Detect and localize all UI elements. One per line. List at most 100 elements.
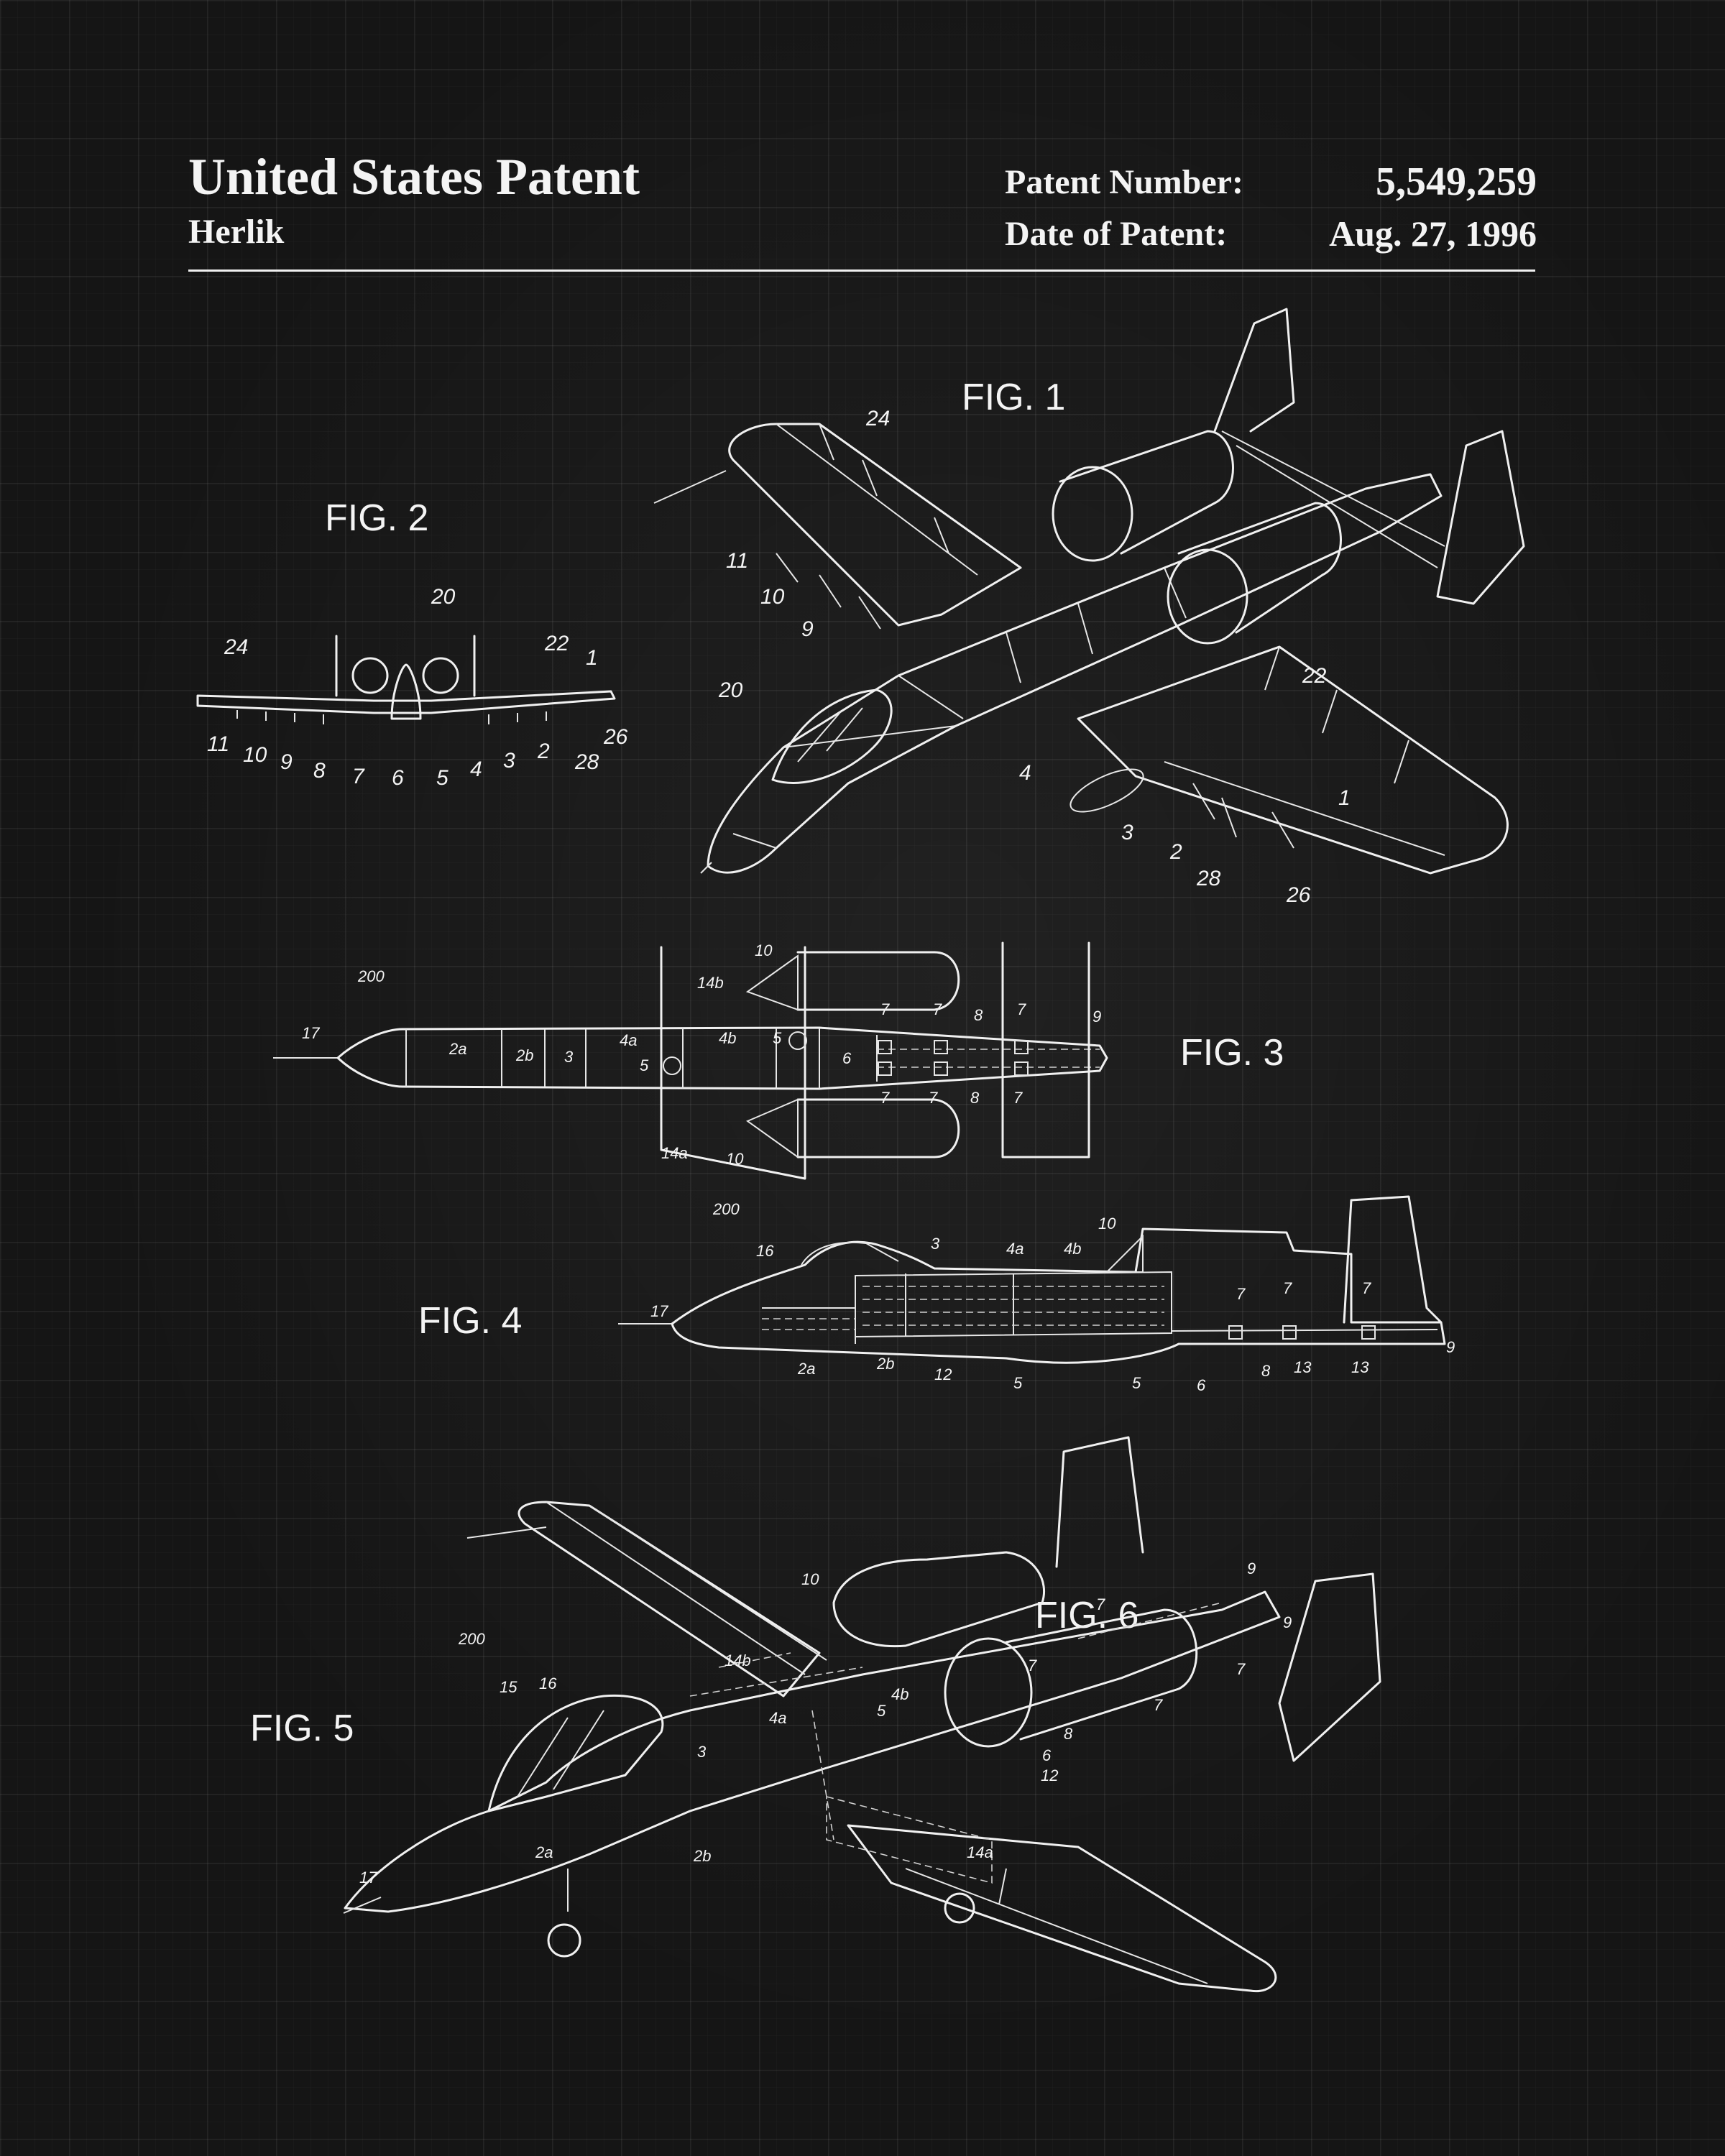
fig4-intake [1105, 1234, 1144, 1273]
fig1-ref: 1 [1338, 786, 1351, 810]
fig5-canopy-frame [517, 1710, 604, 1797]
fig3-intake-top [745, 954, 799, 1011]
fig3-ref: 7 [880, 1000, 890, 1018]
fig1-right-wing [1077, 645, 1509, 875]
fig2-engine-right [422, 657, 459, 694]
fig3-ref: 3 [564, 1048, 574, 1066]
fig3-ref: 5 [773, 1029, 782, 1047]
fig1-canopy [771, 688, 893, 784]
fig5-ref: 14b [724, 1651, 751, 1669]
fig5-internal-tanks [689, 1602, 1223, 1884]
fig5-probe [343, 1897, 382, 1914]
fig4-ref: 7 [1283, 1279, 1292, 1297]
fig2-ref: 22 [544, 632, 569, 655]
fig5-label: FIG. 5 [250, 1708, 354, 1749]
fig4-fuel-fill [762, 1286, 1164, 1330]
fig1-engine-right-nacelle [1177, 502, 1342, 634]
fig2-ref: 7 [352, 765, 365, 788]
fig4-fuselage [671, 1227, 1446, 1364]
fig4-ref: 12 [934, 1365, 952, 1383]
fig2-drawing: FIG. 2 20 24 22 1 26 28 11 10 9 8 7 6 5 … [196, 497, 628, 790]
fig1-drawing: FIG. 1 [653, 308, 1525, 907]
fig4-ref: 8 [1261, 1362, 1271, 1380]
fig4-ref: 3 [931, 1235, 940, 1253]
fig1-ref: 11 [726, 549, 748, 573]
fig5-drawing: FIG. 5 FIG. 6 [250, 1436, 1381, 1993]
fig2-stores [236, 710, 547, 724]
fig2-ref: 8 [313, 759, 326, 783]
fig1-left-wing-flaps [776, 423, 978, 576]
fig3-ref: 7 [1013, 1089, 1023, 1107]
fig4-ref: 4b [1064, 1240, 1081, 1258]
patent-number-label: Patent Number: [1005, 163, 1243, 201]
fig5-ref: 16 [539, 1674, 557, 1692]
fig1-ref: 22 [1302, 664, 1327, 688]
fig1-ref: 9 [801, 617, 814, 641]
patent-title: United States Patent [188, 148, 640, 206]
fig3-fuel-lines [877, 1049, 1100, 1068]
fig2-ref: 1 [586, 646, 598, 670]
fig4-canopy [801, 1241, 899, 1266]
fig3-ref: 10 [726, 1150, 744, 1168]
fig3-valve [1014, 1040, 1029, 1054]
fig4-ref: 7 [1236, 1285, 1246, 1303]
fig5-left-wing [518, 1501, 821, 1697]
fig2-ref: 9 [280, 750, 293, 774]
fig1-canopy-frame [797, 707, 863, 763]
fig4-ref: 4a [1006, 1240, 1024, 1258]
fig4-drawing: FIG. 4 200 16 3 4a 4b 10 17 2a 2b 12 5 5… [418, 1195, 1455, 1394]
fig1-horizontal-stabilizer [1221, 430, 1445, 568]
fig3-ref: 7 [929, 1089, 938, 1107]
fig4-ref: 6 [1197, 1376, 1206, 1394]
fig2-wing [196, 690, 616, 714]
fig1-pod [1070, 768, 1144, 813]
inventor-name: Herlik [188, 213, 285, 251]
fig3-ref: 14b [697, 974, 724, 992]
fig3-ref: 5 [640, 1056, 649, 1074]
fig4-tanks [762, 1271, 1172, 1344]
fig5-ref: 14a [967, 1843, 993, 1861]
fig5-ref: 2b [693, 1847, 711, 1865]
fig3-ref: 7 [1017, 1000, 1026, 1018]
fig1-nose-probe [700, 862, 712, 874]
fig3-ref: 9 [1092, 1008, 1101, 1026]
fig3-ref: 14a [661, 1144, 688, 1162]
fig3-pump [788, 1031, 807, 1050]
fig3-ref: 6 [842, 1049, 852, 1067]
fig5-engine-upper [832, 1551, 1046, 1648]
fig2-engine-left [351, 657, 389, 694]
fig5-ref: 9 [1283, 1613, 1292, 1631]
header-rule [188, 270, 1535, 272]
fig5-ref: 12 [1041, 1766, 1058, 1784]
fig1-ref: 26 [1286, 883, 1311, 907]
fig4-ref: 200 [712, 1200, 740, 1218]
fig5-ref: 7 [1154, 1696, 1163, 1714]
fig1-ref: 28 [1196, 867, 1221, 890]
fig5-right-wing-flaps [905, 1868, 1208, 1984]
fig5-ref: 5 [877, 1702, 886, 1720]
fig3-engine-top [796, 951, 960, 1011]
fig1-pylons-right [1192, 783, 1294, 849]
fig1-label: FIG. 1 [962, 377, 1065, 418]
fig5-ref: 7 [1096, 1595, 1105, 1613]
fig1-fuselage [707, 473, 1443, 874]
fig1-pylons-left [776, 553, 881, 630]
fig3-ref: 2b [515, 1046, 533, 1064]
fig1-ref: 24 [865, 407, 890, 430]
fig3-intake-bottom [745, 1098, 799, 1158]
fig5-ref: 9 [1247, 1560, 1256, 1577]
fig3-ref: 8 [974, 1006, 983, 1024]
fig5-right-wing [847, 1824, 1277, 1993]
fig1-right-wing-flaps [1164, 646, 1445, 856]
fig2-label: FIG. 2 [325, 497, 428, 539]
fig2-ref: 20 [431, 585, 456, 609]
fig5-engine-lower-nacelle [1005, 1608, 1198, 1741]
fig3-ref: 4b [719, 1029, 736, 1047]
fig2-ref: 10 [243, 743, 267, 767]
fig4-valve [1361, 1325, 1376, 1340]
fig4-ref: 2a [797, 1360, 815, 1378]
fig5-tail-fin-right [1278, 1572, 1381, 1762]
fig5-main-wheel [944, 1892, 975, 1924]
fig1-engine-left-nacelle [1059, 430, 1234, 555]
